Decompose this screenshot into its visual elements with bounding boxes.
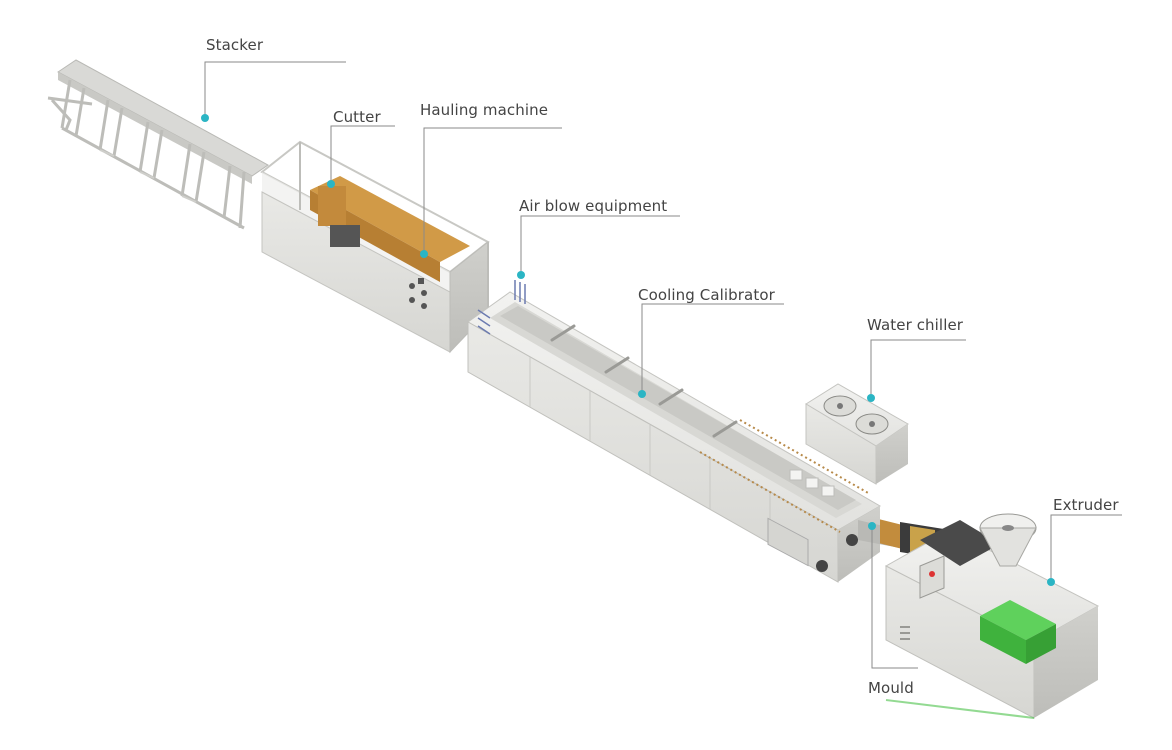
label-mould: Mould	[868, 679, 914, 697]
marker-stacker	[201, 114, 209, 122]
leader-hauling	[423, 127, 562, 254]
leader-chiller	[870, 339, 966, 398]
leader-cooling	[641, 303, 784, 394]
label-cooling-calibrator: Cooling Calibrator	[638, 286, 775, 304]
marker-air-blow	[517, 271, 525, 279]
cutter-hauling-cabinet	[260, 140, 490, 354]
leader-cutter	[330, 125, 395, 184]
water-chiller-unit	[805, 383, 909, 485]
label-air-blow-equipment: Air blow equipment	[519, 197, 668, 215]
extruder-machine	[884, 513, 1100, 719]
marker-cutter	[327, 180, 335, 188]
leader-mould	[871, 526, 918, 669]
label-water-chiller: Water chiller	[867, 316, 964, 334]
label-hauling-machine: Hauling machine	[420, 101, 549, 119]
leader-air-blow	[520, 215, 680, 275]
leader-lines	[204, 61, 1122, 669]
marker-mould	[868, 522, 876, 530]
leader-extruder	[1050, 514, 1122, 582]
label-extruder: Extruder	[1053, 496, 1119, 514]
label-cutter: Cutter	[333, 108, 381, 126]
stacker-machine	[47, 59, 269, 230]
marker-extruder	[1047, 578, 1055, 586]
leader-stacker	[204, 61, 346, 118]
cooling-calibrator-tank	[467, 280, 882, 583]
label-stacker: Stacker	[206, 36, 264, 54]
marker-cooling	[638, 390, 646, 398]
marker-hauling	[420, 250, 428, 258]
marker-chiller	[867, 394, 875, 402]
markers	[201, 114, 1055, 586]
